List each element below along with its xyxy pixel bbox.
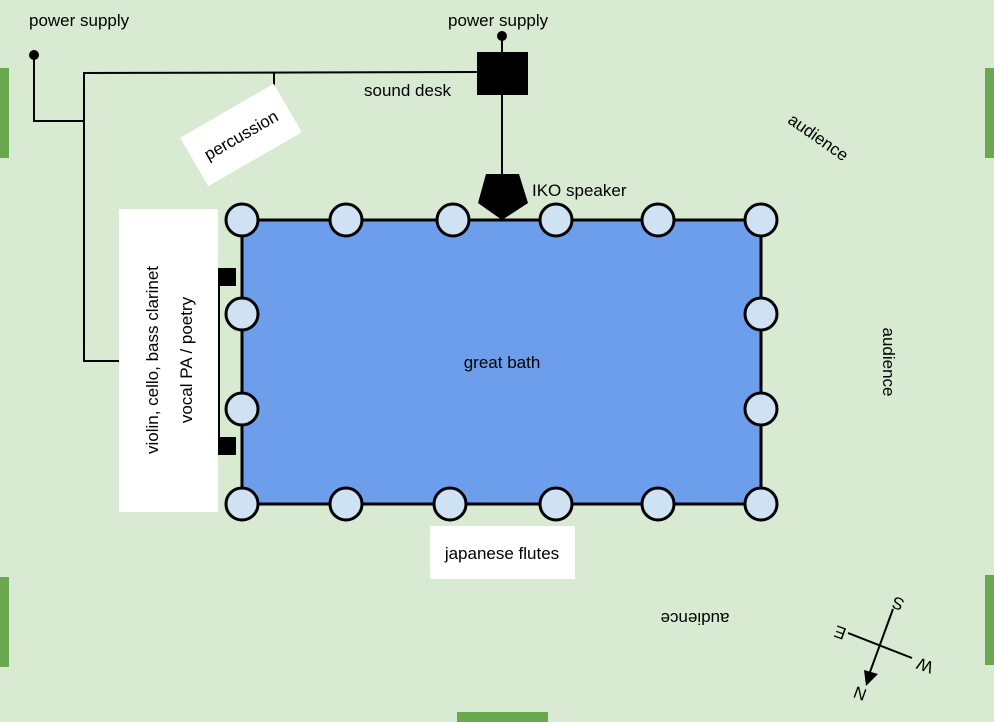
compass-west: W — [914, 653, 936, 676]
column — [328, 486, 364, 522]
japanese-flutes-box — [430, 526, 575, 579]
column — [743, 296, 779, 332]
compass-east: E — [832, 621, 849, 643]
column — [224, 202, 260, 238]
edge-marker-right-top — [985, 68, 994, 158]
audience-east-label: audience — [879, 327, 898, 396]
power-supply-left-plug — [29, 50, 39, 60]
percussion-box: percussion — [180, 83, 302, 187]
edge-marker-left-bottom — [0, 577, 9, 667]
audience-south-label: audience — [660, 609, 729, 628]
power-supply-top-plug — [497, 31, 507, 41]
compass: S N E W — [832, 592, 936, 704]
power-supply-left-label: power supply — [29, 11, 130, 30]
power-supply-top-label: power supply — [448, 11, 549, 30]
japanese-flutes-label: japanese flutes — [444, 544, 559, 563]
sound-desk — [477, 52, 528, 95]
column — [538, 486, 574, 522]
iko-speaker — [478, 174, 528, 220]
column — [538, 202, 574, 238]
monitor-speaker-bottom — [219, 437, 236, 455]
column — [435, 202, 471, 238]
sound-desk-label: sound desk — [364, 81, 451, 100]
audience-northeast-label: audience — [784, 110, 851, 165]
edge-marker-bottom — [457, 712, 548, 722]
strings-vocal-box — [119, 209, 218, 512]
compass-north: N — [851, 682, 869, 704]
strings-label: violin, cello, bass clarinet — [143, 266, 162, 454]
edge-marker-left-top — [0, 68, 9, 158]
column — [743, 202, 779, 238]
edge-marker-right-bottom — [985, 575, 994, 665]
column — [640, 202, 676, 238]
compass-south: S — [890, 592, 907, 614]
column — [432, 486, 468, 522]
column — [224, 391, 260, 427]
column — [640, 486, 676, 522]
great-bath-label: great bath — [464, 353, 541, 372]
column — [743, 486, 779, 522]
compass-north-arrow-icon — [864, 670, 878, 686]
iko-speaker-label: IKO speaker — [532, 181, 627, 200]
column — [743, 391, 779, 427]
monitor-speaker-top — [219, 268, 236, 286]
column — [224, 486, 260, 522]
vocal-label: vocal PA / poetry — [177, 296, 196, 423]
columns — [224, 202, 779, 522]
column — [328, 202, 364, 238]
great-bath — [240, 218, 763, 506]
column — [224, 296, 260, 332]
